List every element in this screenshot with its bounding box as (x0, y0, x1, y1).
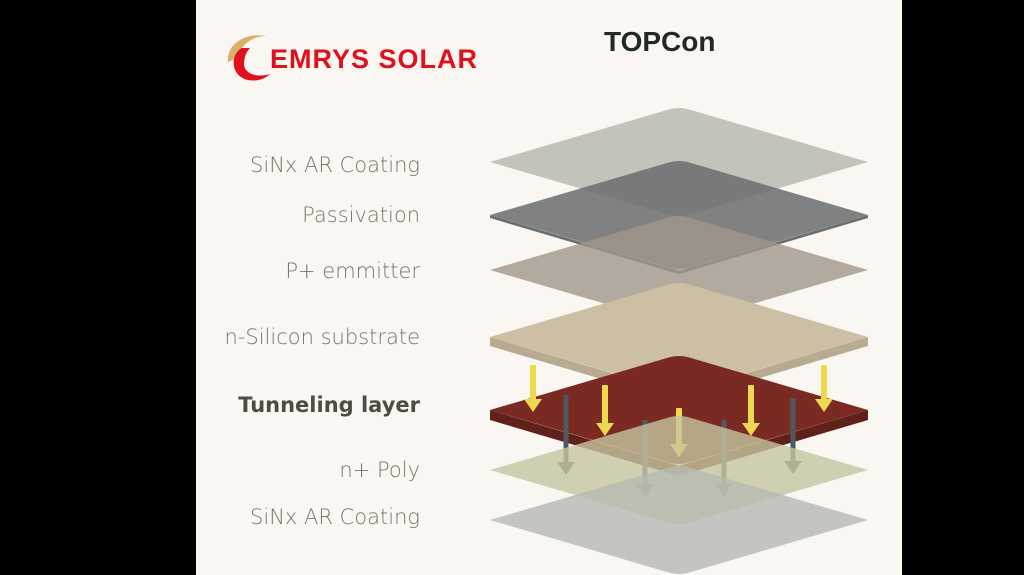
logo-text: EMRYS SOLAR (270, 44, 479, 74)
layer-stack-diagram (490, 108, 868, 574)
layer-passivation (490, 161, 868, 274)
emrys-solar-logo: EMRYS SOLAR (224, 32, 477, 84)
layer-label-tunneling: Tunneling layer (238, 393, 420, 417)
layer-p-emitter (490, 216, 868, 324)
slide: EMRYS SOLAR TOPCon SiNx AR Coating Passi… (196, 0, 902, 575)
light-arrow (815, 365, 833, 412)
logo-crescent-icon (227, 35, 270, 81)
layer-n-silicon (490, 283, 868, 402)
layer-label-sinx-top: SiNx AR Coating (250, 153, 420, 177)
page-title: TOPCon (604, 26, 716, 57)
light-arrow (742, 385, 760, 436)
layer-label-n-poly: n+ Poly (339, 458, 420, 482)
layer-label-passivation: Passivation (302, 203, 420, 227)
light-arrow (596, 385, 614, 436)
layer-label-sinx-bottom: SiNx AR Coating (250, 505, 420, 529)
layer-label-n-silicon: n-Silicon substrate (224, 325, 420, 349)
layer-label-p-emitter: P+ emmitter (285, 259, 420, 283)
layer-sinx-bottom (490, 466, 868, 574)
light-arrow (524, 365, 542, 412)
